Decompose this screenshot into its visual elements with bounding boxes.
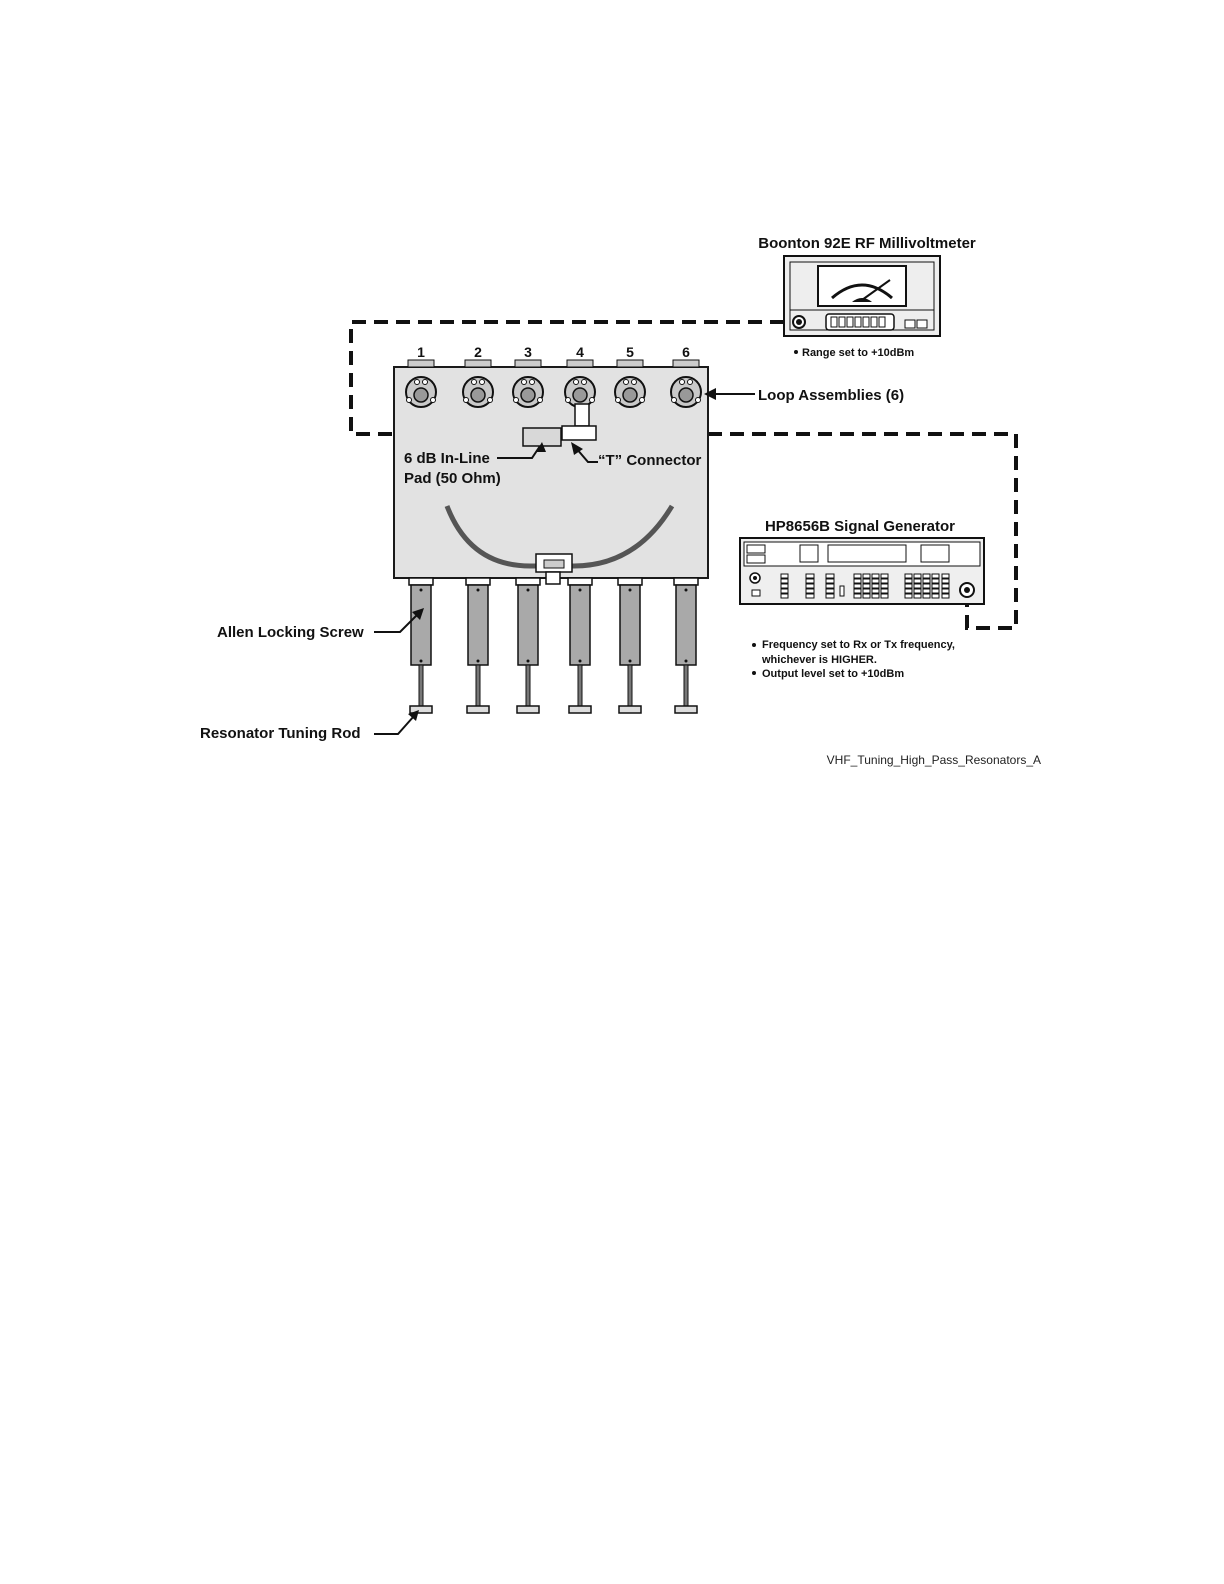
- loop-number: 4: [576, 344, 584, 360]
- signal-generator: [739, 537, 985, 605]
- loop-assembly: [512, 359, 544, 408]
- generator-note-2: whichever is HIGHER.: [761, 654, 877, 666]
- loop-number: 6: [682, 344, 690, 360]
- loop-assembly: [564, 359, 596, 408]
- filter-housing: [393, 366, 709, 579]
- loop-number: 1: [417, 344, 425, 360]
- resonator: [515, 577, 541, 714]
- resonator: [673, 577, 699, 714]
- meter-needle: [861, 279, 891, 301]
- coupling-line: [444, 504, 675, 569]
- generator-note-3: Output level set to +10dBm: [762, 668, 904, 680]
- loop-number: 5: [626, 344, 634, 360]
- loop-assembly: [462, 359, 494, 408]
- loop-assembly: [405, 359, 437, 408]
- millivoltmeter-note: Range set to +10dBm: [802, 347, 914, 359]
- resonator: [567, 577, 593, 714]
- tuning-rod-label: Resonator Tuning Rod: [200, 725, 361, 742]
- pad-label-line1: 6 dB In-Line: [404, 450, 490, 467]
- loop-assembly: [670, 359, 702, 408]
- center-connector: [535, 553, 573, 585]
- resonator: [465, 577, 491, 714]
- allen-screw-label: Allen Locking Screw: [217, 624, 364, 641]
- millivoltmeter: [783, 255, 941, 337]
- loop-assemblies: [405, 359, 702, 408]
- loop-assembly: [614, 359, 646, 408]
- meter-digital-display: [825, 313, 895, 331]
- t-connector: [561, 403, 597, 441]
- resonator: [617, 577, 643, 714]
- figure-caption: VHF_Tuning_High_Pass_Resonators_A: [827, 753, 1041, 767]
- meter-cable: [349, 320, 1018, 630]
- loop-assemblies-label: Loop Assemblies (6): [758, 387, 904, 404]
- loop-number: 3: [524, 344, 532, 360]
- loop-number: 2: [474, 344, 482, 360]
- signal-generator-title: HP8656B Signal Generator: [765, 518, 955, 535]
- millivoltmeter-title: Boonton 92E RF Millivoltmeter: [758, 235, 976, 252]
- generator-note-1: Frequency set to Rx or Tx frequency,: [762, 639, 955, 651]
- resonators: [408, 577, 699, 714]
- resonator: [408, 577, 434, 714]
- pad-label-line2: Pad (50 Ohm): [404, 470, 501, 487]
- loop-numbers: 1 2 3 4 5 6: [417, 344, 690, 360]
- t-connector-label: “T” Connector: [598, 452, 701, 469]
